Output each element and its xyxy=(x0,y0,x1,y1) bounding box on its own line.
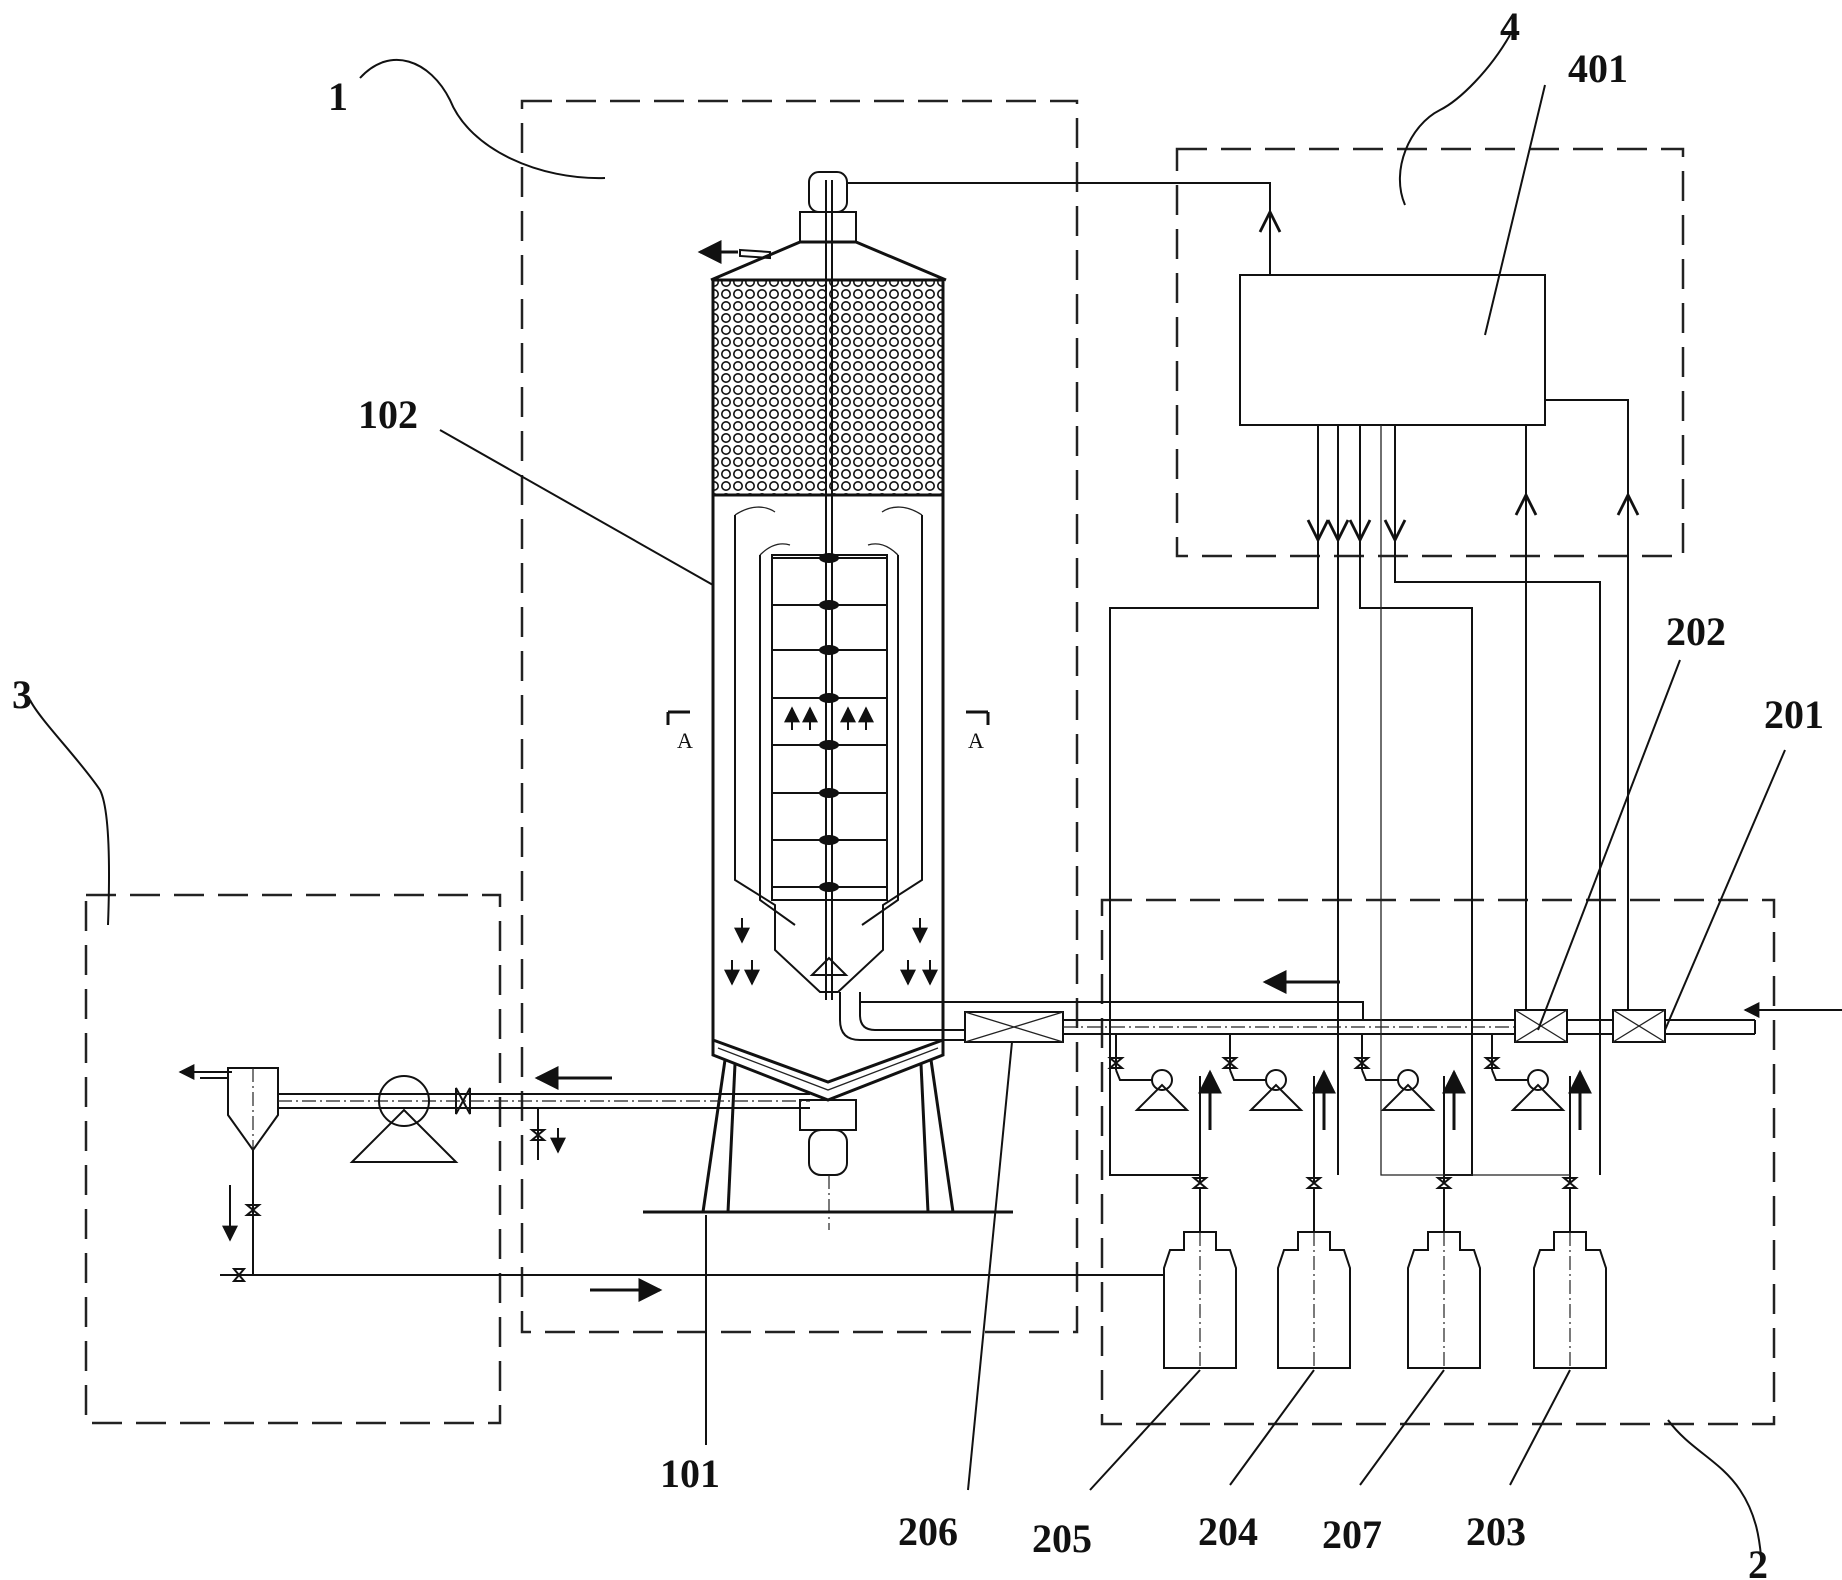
label-206: 206 xyxy=(898,1509,958,1554)
section-label-right: A xyxy=(968,728,984,753)
control-wiring xyxy=(847,182,1628,1176)
section-mark-left: A xyxy=(666,710,693,753)
section-mark-right: A xyxy=(966,710,990,753)
label-2: 2 xyxy=(1748,1542,1768,1580)
reactor xyxy=(643,171,1013,1230)
label-101: 101 xyxy=(660,1451,720,1496)
dosing-units xyxy=(1107,1034,1607,1369)
label-4: 4 xyxy=(1500,4,1520,49)
leader-lines xyxy=(29,34,1786,1566)
label-102: 102 xyxy=(358,392,418,437)
section-label-left: A xyxy=(677,728,693,753)
label-1: 1 xyxy=(328,74,348,119)
label-204: 204 xyxy=(1198,1509,1258,1554)
sludge-system-box xyxy=(84,893,502,1425)
sludge-system xyxy=(178,1064,1164,1302)
label-401: 401 xyxy=(1568,46,1628,91)
controller-box xyxy=(1239,274,1546,426)
dosing-system-box xyxy=(1100,898,1776,1426)
inlet-pipe xyxy=(839,970,1842,1043)
label-207: 207 xyxy=(1322,1512,1382,1557)
reactor-system-box xyxy=(520,99,1079,1334)
label-205: 205 xyxy=(1032,1516,1092,1561)
label-202: 202 xyxy=(1666,609,1726,654)
label-203: 203 xyxy=(1466,1509,1526,1554)
label-3: 3 xyxy=(12,672,32,717)
control-system-box xyxy=(1175,147,1685,558)
packing-zone xyxy=(711,278,945,497)
label-201: 201 xyxy=(1764,692,1824,737)
